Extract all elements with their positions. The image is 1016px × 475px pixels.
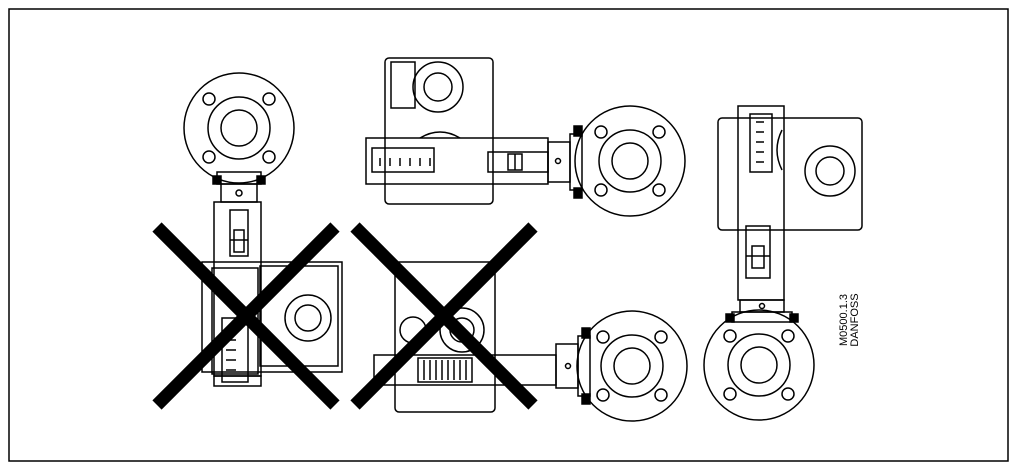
- flange-outer: [183, 72, 295, 184]
- meter-vertical-flange-bottom: [703, 105, 863, 421]
- drawing-code-label: M0500.1.3: [838, 294, 850, 346]
- not-allowed-cross-1: [152, 222, 340, 410]
- drawing-frame: [8, 8, 1009, 462]
- meter-horizontal-body-down: [373, 261, 688, 422]
- manufacturer-label: DANFOSS: [849, 293, 861, 346]
- meter-horizontal-body-up: [365, 57, 686, 217]
- not-allowed-cross-2: [350, 222, 538, 410]
